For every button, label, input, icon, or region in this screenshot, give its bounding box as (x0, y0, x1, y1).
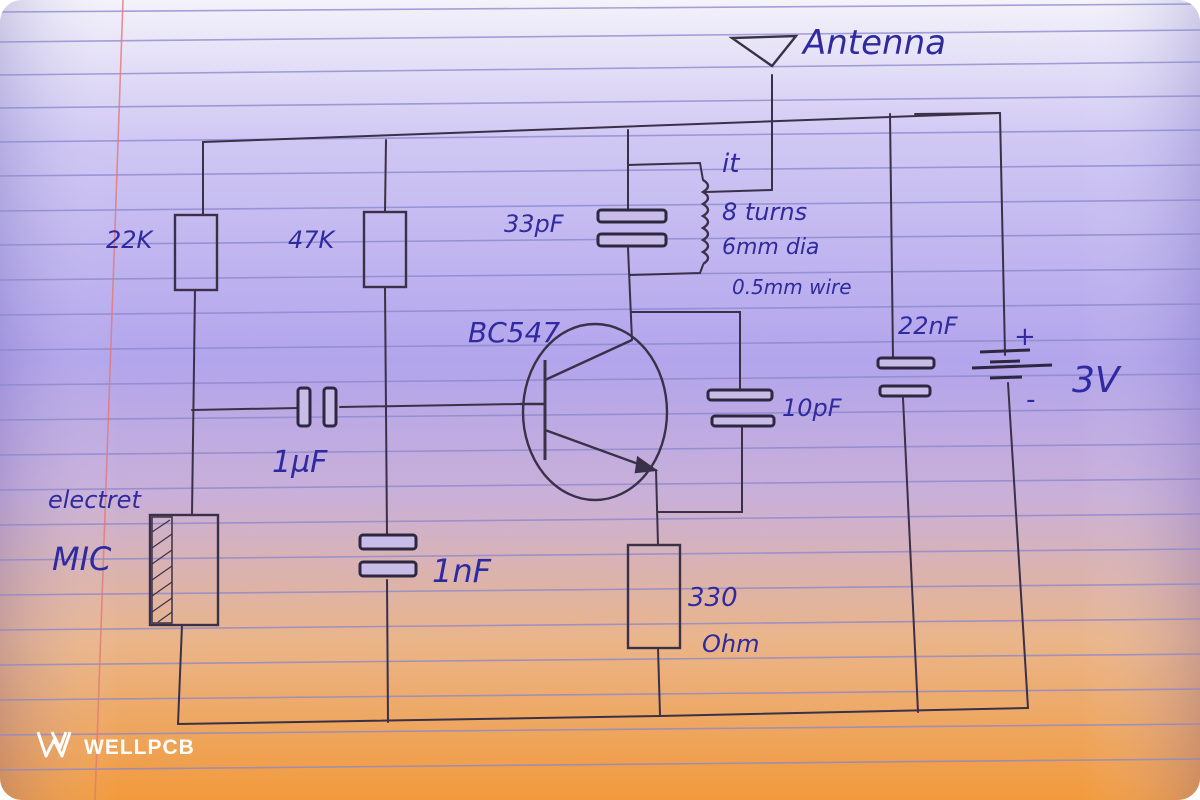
capacitor-1uf (296, 386, 338, 428)
margin-line (94, 0, 124, 800)
label-coil-wire: 0.5mm wire (732, 275, 852, 299)
resistor-47k (362, 210, 408, 289)
wires (177, 74, 1029, 725)
label-47k: 47K (288, 226, 337, 254)
capacitor-22nf (876, 356, 936, 398)
label-22k: 22K (106, 226, 155, 254)
label-electret: electret (48, 486, 142, 514)
label-10pf: 10pF (782, 394, 843, 422)
antenna-symbol (728, 34, 799, 68)
label-33pf: 33pF (504, 210, 565, 238)
inductor-coil (700, 178, 710, 266)
wellpcb-w-logo-icon (36, 731, 72, 758)
label-1nf: 1nF (432, 552, 492, 590)
transistor-bc547 (520, 322, 669, 502)
label-mic: MIC (52, 540, 112, 578)
label-ohm: Ohm (702, 630, 759, 658)
label-22nf: 22nF (898, 312, 959, 340)
battery-symbol (971, 348, 1053, 380)
resistor-22k (173, 213, 219, 292)
label-battery-plus: + (1014, 322, 1036, 352)
label-antenna: Antenna (801, 23, 946, 63)
wellpcb-logo: WELLPCB (36, 731, 195, 759)
label-battery-minus: - (1026, 385, 1035, 415)
label-coil-tap: it (722, 149, 740, 179)
label-330: 330 (688, 583, 738, 613)
brand-name: WELLPCB (84, 736, 195, 759)
label-coil-turns: 8 turns (722, 198, 807, 226)
resistor-330 (626, 543, 682, 650)
label-1uf: 1µF (272, 445, 328, 480)
electret-mic (148, 513, 220, 627)
label-bc547: BC547 (468, 316, 560, 349)
capacitor-33pf (596, 208, 668, 248)
capacitor-1nf (358, 533, 418, 578)
capacitor-10pf (706, 388, 776, 428)
label-coil-dia: 6mm dia (722, 235, 819, 260)
label-3v: 3V (1072, 360, 1122, 401)
